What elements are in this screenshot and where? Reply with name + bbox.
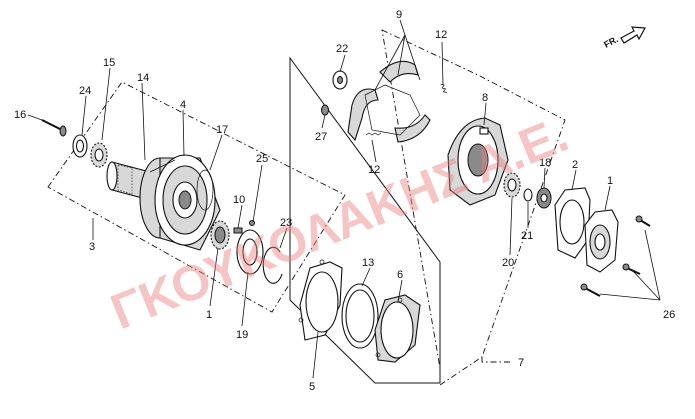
callout-1-left: 1	[206, 309, 212, 321]
callout-14: 14	[137, 72, 149, 84]
part-16-bolt	[41, 119, 67, 137]
callout-9: 9	[396, 9, 402, 21]
front-direction-indicator: FR.	[602, 26, 646, 50]
part-18-bearing	[536, 187, 552, 209]
callout-12-upper: 12	[435, 29, 447, 41]
callout-5: 5	[309, 381, 315, 393]
part-4-clutch-bell	[139, 154, 221, 251]
callout-1-right: 1	[607, 175, 613, 187]
callout-8: 8	[482, 92, 488, 104]
callout-6: 6	[397, 269, 403, 281]
part-1-gear-left	[210, 220, 230, 250]
callout-20: 20	[502, 257, 514, 269]
part-12-spring-upper	[440, 83, 447, 93]
part-9-clutch-shoes	[347, 60, 431, 143]
callout-21: 21	[521, 230, 533, 242]
callout-24: 24	[79, 85, 91, 97]
callout-27: 27	[315, 131, 327, 143]
part-24-washer	[72, 134, 88, 158]
callout-22: 22	[336, 43, 348, 55]
part-17-ring	[196, 169, 214, 211]
callout-25: 25	[256, 153, 268, 165]
part-2-gasket	[554, 187, 591, 259]
group-9-solid-boundary	[289, 56, 441, 384]
part-6-cover-gasket	[374, 294, 421, 363]
callout-15: 15	[103, 57, 115, 69]
part-5-gasket	[298, 259, 343, 341]
part-15-gear	[90, 142, 108, 168]
part-26-bolts	[580, 215, 651, 297]
group-3-dashed-boundary	[47, 81, 346, 313]
callout-4: 4	[180, 99, 186, 111]
callout-16: 16	[14, 109, 26, 121]
part-22-washer	[332, 70, 348, 90]
part-12-spring-lower	[365, 132, 382, 136]
callout-10: 10	[233, 194, 245, 206]
front-label: FR.	[602, 34, 619, 50]
part-25-pin	[249, 220, 255, 226]
part-13-o-ring	[341, 283, 379, 349]
callout-23: 23	[280, 217, 292, 229]
part-1-cover-right	[584, 209, 619, 273]
part-23-circlip	[262, 246, 283, 284]
callout-numbers: 15 14 24 16 4 17 3 10 25 23 1 19 5 13 6 …	[14, 9, 675, 393]
part-27-pin	[321, 104, 329, 116]
callout-26: 26	[663, 309, 675, 321]
callout-12-lower: 12	[368, 164, 380, 176]
arrow-right-icon	[620, 26, 646, 44]
part-19-washer	[236, 229, 264, 275]
callout-17: 17	[216, 124, 228, 136]
callout-13: 13	[362, 257, 374, 269]
part-21-washer	[523, 188, 533, 202]
callout-3: 3	[89, 241, 95, 253]
callout-7: 7	[518, 357, 524, 369]
leader-lines	[27, 19, 661, 379]
group-7-dashed-leader	[481, 357, 510, 363]
callout-18: 18	[539, 157, 551, 169]
part-20-nut	[503, 172, 521, 198]
callout-2: 2	[572, 159, 578, 171]
callout-19: 19	[236, 329, 248, 341]
part-8-drive-plate	[447, 117, 509, 206]
